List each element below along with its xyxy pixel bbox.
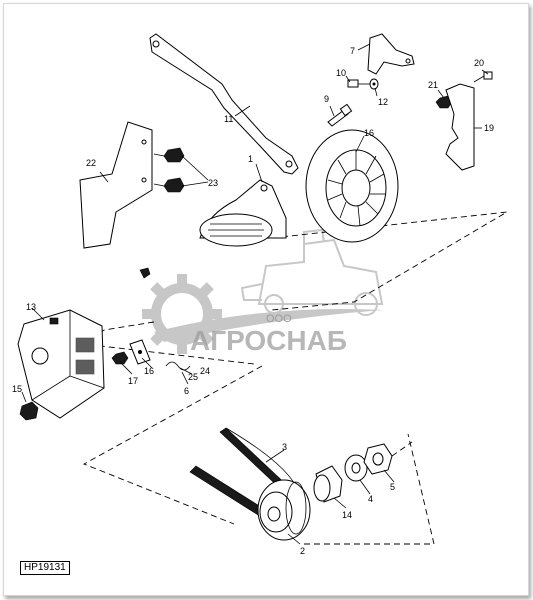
part-15-nut	[19, 401, 39, 421]
watermark-prefix: ООО	[266, 313, 292, 325]
part-12-washer	[369, 78, 379, 90]
callout-24: 24	[200, 366, 210, 376]
callout-19: 19	[484, 123, 494, 133]
callout-7: 7	[350, 46, 355, 56]
part-22-shield-plate	[79, 121, 153, 249]
callout-1: 1	[248, 154, 253, 164]
harvester-logo-icon	[240, 228, 384, 316]
callout-9: 9	[324, 94, 329, 104]
callout-11: 11	[224, 114, 233, 124]
part-23-bolts	[153, 147, 185, 193]
callout-14: 14	[342, 510, 352, 520]
callout-4: 4	[368, 494, 373, 504]
part-25-clip	[165, 361, 191, 371]
part-7-bracket	[367, 33, 415, 75]
watermark-company-name: АГРОСНАБ	[190, 325, 347, 356]
callout-20: 20	[474, 58, 484, 68]
part-16-fan	[305, 129, 399, 243]
callout-21: 21	[428, 80, 438, 90]
part-20-bolt	[473, 71, 493, 83]
callout-12: 12	[378, 97, 388, 107]
part-18-bracket-clip	[129, 339, 151, 365]
small-screw	[139, 267, 151, 279]
part-4-washer	[344, 454, 368, 482]
callout-5: 5	[390, 482, 395, 492]
part-10-bolt	[347, 79, 370, 88]
dashed-outline-lower	[82, 365, 435, 545]
callout-16-lower: 16	[144, 366, 154, 376]
callout-13: 13	[26, 302, 36, 312]
part-13-rear-housing	[17, 309, 105, 419]
callout-15: 15	[12, 384, 22, 394]
part-1-alternator	[199, 179, 287, 247]
part-2-pulley	[257, 479, 311, 541]
dashed-outline-upper	[271, 211, 508, 311]
part-19-shield-plate	[445, 83, 475, 171]
callout-6: 6	[184, 386, 189, 396]
callout-22: 22	[86, 158, 96, 168]
callout-labels: 11 1 7 10 12 9 16 20 21 19 22 23 13 15 1…	[12, 46, 494, 556]
callout-2: 2	[300, 546, 305, 556]
callout-16: 16	[364, 128, 374, 138]
callout-17: 17	[128, 376, 138, 386]
callout-3: 3	[282, 442, 287, 452]
callout-23: 23	[208, 178, 218, 188]
part-9-bolt	[327, 103, 353, 127]
watermark-logo	[142, 228, 384, 354]
exploded-parts-diagram: ООО АГРОСНАБ	[12, 33, 508, 556]
figure-code-label: HP19131	[20, 561, 70, 575]
part-17-nut	[111, 351, 129, 365]
part-14-spacer	[313, 465, 343, 503]
callout-25: 25	[188, 372, 198, 382]
part-5-nut	[363, 441, 413, 475]
part-11-bracket-arm	[149, 33, 299, 175]
callout-10: 10	[336, 68, 346, 78]
leader-lines	[21, 43, 489, 545]
diagram-frame: ООО АГРОСНАБ	[3, 3, 529, 596]
